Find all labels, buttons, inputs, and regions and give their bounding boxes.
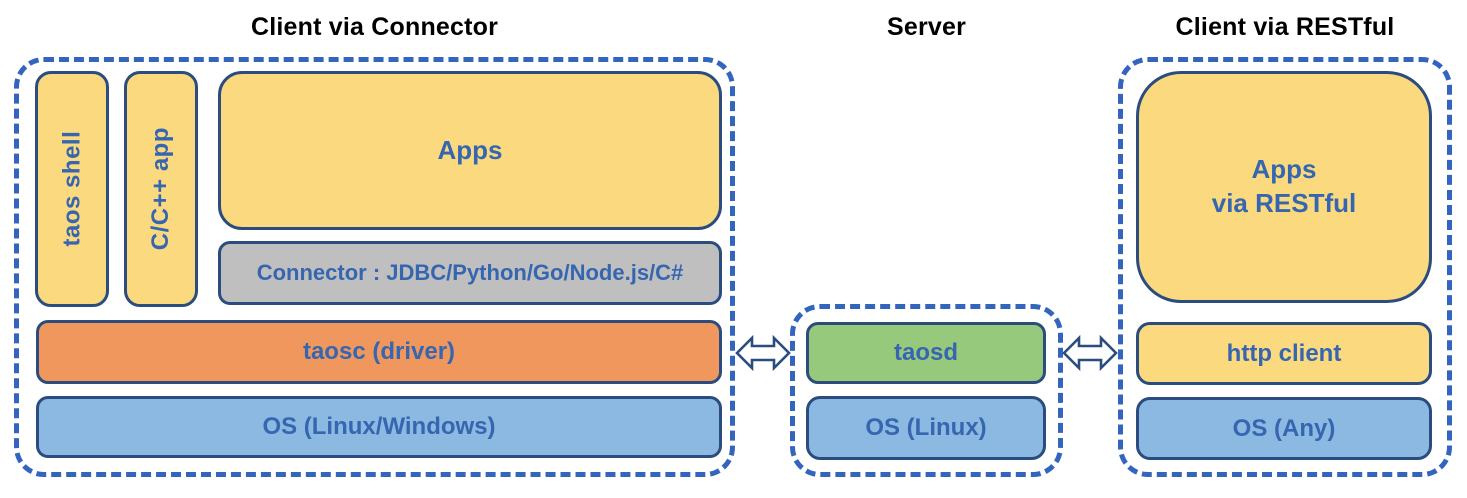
apps-via-restful-label: Apps via RESTful (1212, 153, 1356, 221)
os-any-label: OS (Any) (1232, 414, 1336, 442)
connector-box: Connector : JDBC/Python/Go/Node.js/C# (218, 241, 722, 305)
connector-client-group-border (14, 57, 735, 477)
taosc-driver-box: taosc (driver) (36, 320, 722, 384)
os-linux-box: OS (Linux) (806, 396, 1046, 460)
apps-via-restful-line1: Apps (1251, 154, 1317, 185)
apps-via-restful-box: Apps via RESTful (1136, 71, 1432, 303)
os-linux-label: OS (Linux) (865, 414, 987, 442)
bidirectional-arrow-icon (735, 332, 791, 374)
apps-box: Apps (218, 71, 722, 230)
http-client-label: http client (1226, 339, 1342, 367)
c-cpp-app-label: C/C++ app (147, 127, 175, 251)
apps-via-restful-line2: via RESTful (1211, 188, 1357, 218)
c-cpp-app-box: C/C++ app (124, 71, 198, 307)
taos-shell-box: taos shell (35, 71, 109, 307)
section-title-client-via-restful: Client via RESTful (1175, 13, 1395, 41)
taosd-box: taosd (806, 322, 1046, 384)
apps-label: Apps (437, 134, 503, 165)
connector-label: Connector : JDBC/Python/Go/Node.js/C# (256, 259, 684, 285)
section-title-client-via-connector: Client via Connector (250, 13, 499, 41)
taosd-label: taosd (893, 339, 958, 367)
section-title-server: Server (886, 13, 967, 41)
os-any-box: OS (Any) (1136, 397, 1432, 460)
server-group-border (790, 304, 1063, 477)
restful-client-group-border (1118, 57, 1452, 477)
http-client-box: http client (1136, 322, 1432, 385)
os-linux-windows-box: OS (Linux/Windows) (36, 396, 722, 458)
bidirectional-arrow-icon (1062, 332, 1118, 374)
os-linux-windows-label: OS (Linux/Windows) (262, 413, 496, 441)
taosc-driver-label: taosc (driver) (302, 338, 456, 366)
taos-shell-label: taos shell (58, 131, 86, 247)
